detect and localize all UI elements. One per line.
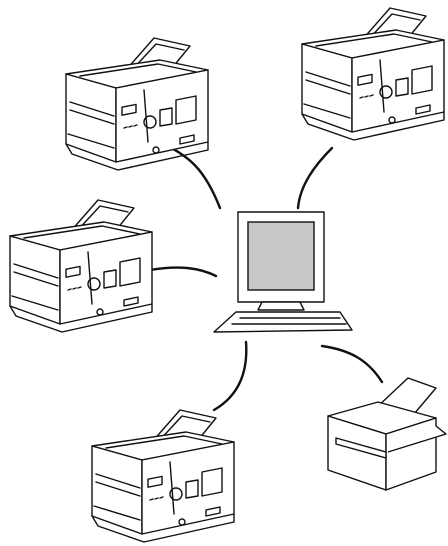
laser-printer-icon: [10, 200, 152, 332]
laser-printer-icon: [92, 410, 234, 542]
laser-printer-icon: [302, 8, 444, 140]
computer-monitor-icon: [214, 212, 352, 332]
computer-screen: [248, 222, 314, 290]
connection-top-right: [298, 148, 332, 208]
connection-middle-left: [150, 268, 216, 276]
connection-bottom-center: [214, 342, 246, 410]
keyboard: [214, 312, 352, 332]
connection-bottom-right: [322, 346, 382, 382]
laser-printer-icon: [66, 38, 208, 170]
inkjet-printer-icon: [328, 378, 446, 490]
